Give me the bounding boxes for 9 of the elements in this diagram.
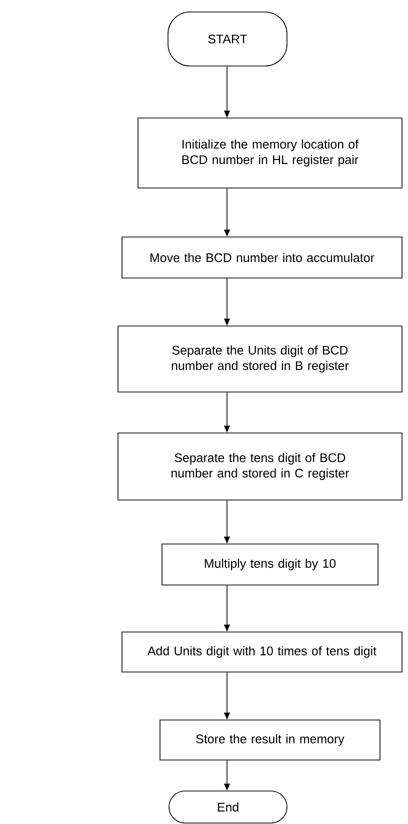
terminal-box: START	[168, 12, 288, 66]
process-box: Initialize the memory location of BCD number in HL register pair	[138, 118, 402, 188]
process-box: Move the BCD number into accumulator	[122, 236, 402, 278]
process-box: Multiply tens digit by 10	[162, 544, 378, 586]
process-box: Add Units digit with 10 times of tens digit	[122, 632, 402, 672]
process-box: Store the result in memory	[160, 720, 380, 760]
process-box: Separate the Units digit of BCD number and stored in B register	[118, 326, 402, 392]
process-box: Separate the tens digit of BCD number and stored in C register	[118, 432, 402, 500]
terminal-box: End	[168, 790, 288, 824]
